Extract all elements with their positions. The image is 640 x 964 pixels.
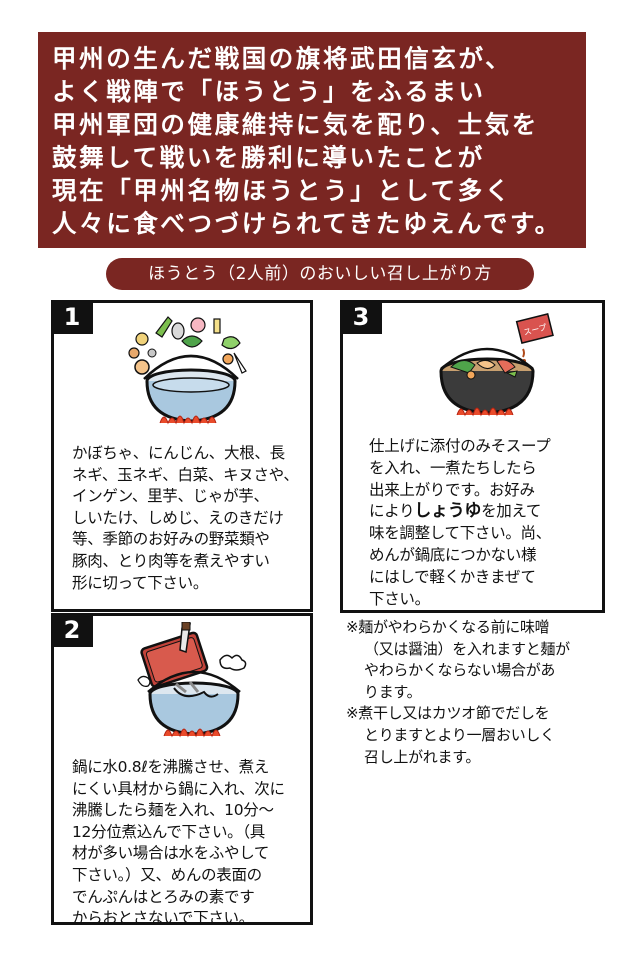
text-line: しいたけ、しめじ、えのきだけ (72, 508, 284, 527)
text-line: 味を調整して下さい。尚、 (369, 524, 551, 543)
text-line: 鍋に水0.8ℓを沸騰させ、煮え (72, 758, 270, 776)
cutting-board-pot-illustration (137, 622, 247, 738)
step-3-text: 仕上げに添付のみそスープ を入れ、一煮たちしたら 出来上がりです。お好み により… (369, 436, 551, 610)
text-line: インゲン、里芋、じゃが芋、 (72, 487, 269, 506)
section-title: ほうとう（2人前）のおいしい召し上がり方 (106, 258, 534, 290)
banner-line: 現在「甲州名物ほうとう」として多く (52, 176, 512, 205)
banner-line: 鼓舞して戦いを勝利に導いたことが (52, 143, 485, 172)
intro-banner: 甲州の生んだ戦国の旗将武田信玄が、 よく戦陣で「ほうとう」をふるまい 甲州軍団の… (38, 32, 586, 248)
note-line: 召し上がれます。 (364, 747, 481, 766)
notes: ※麺がやわらかくなる前に味噌 （又は醤油）を入れますと麺が やわらかくならない場… (346, 617, 570, 768)
step-3-panel: 3 スープ 仕上げに添付のみそスープ を入れ、一煮たちしたら 出来上がりです。お… (340, 300, 605, 613)
text-line: めんが鍋底につかない様 (369, 545, 537, 564)
banner-line: 甲州軍団の健康維持に気を配り、士気を (52, 110, 539, 139)
text-line: でんぷんはとろみの素です (72, 887, 255, 906)
text-line: を入れ、一煮たちしたら (369, 458, 537, 477)
banner-line: 甲州の生んだ戦国の旗将武田信玄が、 (52, 44, 513, 73)
step-2-text: 鍋に水0.8ℓを沸騰させ、煮え にくい具材から鍋に入れ、次に 沸騰したら麺を入れ… (72, 757, 285, 930)
text-line: にはしで軽くかきまぜて (369, 567, 536, 586)
text-line: 沸騰したら麺を入れ、10分〜 (72, 801, 274, 820)
step-number: 2 (51, 613, 93, 647)
text-line: 仕上げに添付のみそスープ (369, 437, 551, 455)
note-line: ※煮干し又はカツオ節でだしを (346, 704, 550, 723)
step-1-panel: 1 かぼちゃ、にんじん、大根、長 ネギ、玉ネギ、白菜、キヌさや、 インゲン、里芋… (51, 300, 313, 612)
text-line: 出来上がりです。お好み (369, 480, 535, 499)
step-number: 3 (340, 300, 382, 334)
text-line-emphasis: によりしょうゆを加えて (369, 501, 551, 523)
text-line: 材が多い場合は水をふやして (72, 844, 270, 863)
text-line: 下さい。）又、めんの表面の (72, 865, 262, 884)
text-fragment: により (369, 502, 415, 521)
banner-line: 人々に食べつづけられてきたゆえんです。 (52, 209, 562, 238)
text-line: 等、季節のお好みの野菜類や (72, 530, 270, 549)
text-line: ネギ、玉ネギ、白菜、キヌさや、 (72, 465, 299, 484)
step-1-text: かぼちゃ、にんじん、大根、長 ネギ、玉ネギ、白菜、キヌさや、 インゲン、里芋、じ… (72, 443, 299, 594)
vegetables-pot-illustration (128, 316, 247, 425)
text-line: にくい具材から鍋に入れ、次に (72, 779, 285, 798)
step-2-panel: 2 鍋に水0.8ℓを沸騰させ、煮え にくい具材から鍋に入れ、次に 沸騰したら麺を… (51, 613, 313, 927)
text-line: かぼちゃ、にんじん、大根、長 (72, 444, 285, 462)
soy-sauce-emphasis: しょうゆ (414, 501, 482, 522)
text-line: 下さい。 (369, 589, 430, 608)
note-line: とりますとより一層おいしく (364, 725, 555, 744)
note-line: ※麺がやわらかくなる前に味噌 (346, 618, 550, 636)
note-line: （又は醤油）を入れますと麺が (364, 639, 570, 658)
step-number: 1 (51, 300, 93, 334)
soup-pot-illustration: スープ (439, 313, 554, 417)
note-line: ります。 (364, 682, 422, 701)
text-line: 豚肉、とり肉等を煮えやすい (72, 551, 270, 570)
text-fragment: を加えて (481, 502, 542, 521)
note-line: やわらかくならない場合があ (364, 661, 556, 680)
text-line: 形に切って下さい。 (72, 573, 209, 592)
text-line: 12分位煮込んで下さい。（具 (72, 822, 265, 841)
text-line: からおとさないで下さい。 (72, 909, 254, 928)
banner-line: よく戦陣で「ほうとう」をふるまい (52, 77, 486, 106)
